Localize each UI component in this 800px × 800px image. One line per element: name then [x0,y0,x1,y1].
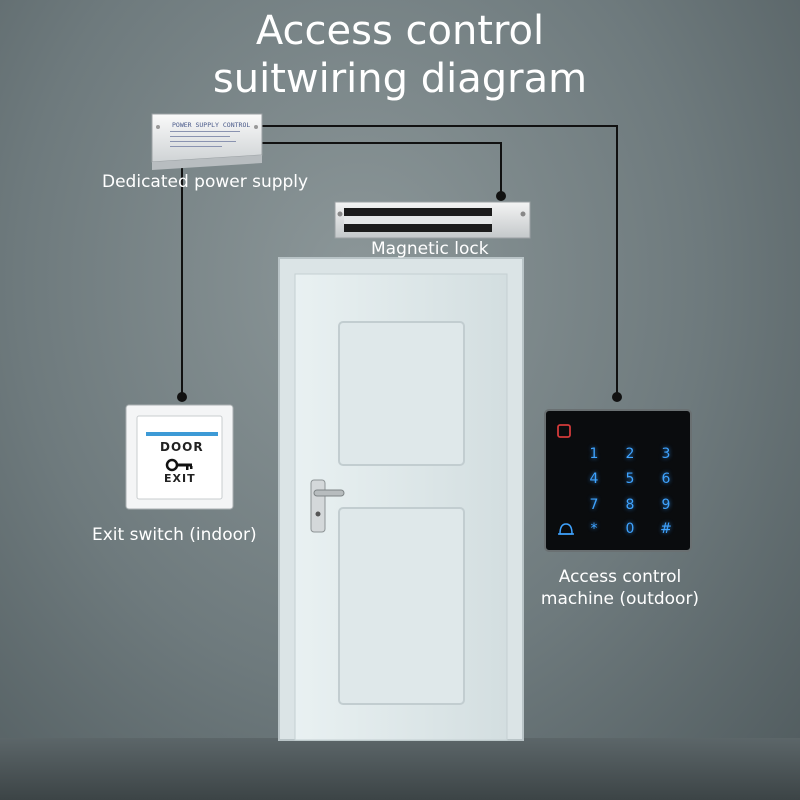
door-panel-bottom [338,507,465,705]
power-supply-panel-text: POWER SUPPLY CONTROL [172,121,251,129]
bell-icon [558,523,574,535]
key-icon [165,458,193,472]
magnetic-lock-device [334,201,531,239]
wire-node-exit [177,392,187,402]
diagram-title-line-2: suitwiring diagram [212,56,588,102]
card-reader-icon [557,424,571,438]
keypad-key[interactable]: 9 [661,497,671,513]
magnetic-lock-label: Magnetic lock [371,239,489,259]
keypad-key[interactable]: 2 [625,446,635,462]
wire-node-access [612,392,622,402]
keypad-key[interactable]: * [590,521,598,537]
wires [181,125,618,397]
wire-psu-to-magnetic-lock [262,142,502,196]
power-supply-label: Dedicated power supply [102,172,309,192]
keypad-key[interactable]: 8 [625,497,635,513]
keypad-key[interactable]: # [660,521,672,537]
wire-psu-to-access-machine [262,125,618,397]
access-machine-label-line-2: machine (outdoor) [540,589,700,609]
keypad-key[interactable]: 3 [661,446,671,462]
exit-switch-door-text: DOOR [160,440,204,454]
keypad-key[interactable]: 6 [661,471,671,487]
keypad-key[interactable]: 0 [625,521,635,537]
floor [0,738,800,800]
wire-node-lock [496,191,506,201]
access-machine-device [544,409,692,552]
keypad-key[interactable]: 4 [589,471,599,487]
diagram-title-line-1: Access control [255,8,545,54]
door-panel-top [338,321,465,466]
door-handle [310,479,345,533]
exit-switch-label: Exit switch (indoor) [92,525,257,545]
exit-switch-exit-text: EXIT [164,472,196,485]
exit-switch-device [125,404,234,510]
access-machine-label-line-1: Access control [558,567,682,587]
keypad-key[interactable]: 7 [589,497,599,513]
power-supply-box [151,113,263,170]
keypad-key[interactable]: 5 [625,471,635,487]
keypad-key[interactable]: 1 [589,446,599,462]
